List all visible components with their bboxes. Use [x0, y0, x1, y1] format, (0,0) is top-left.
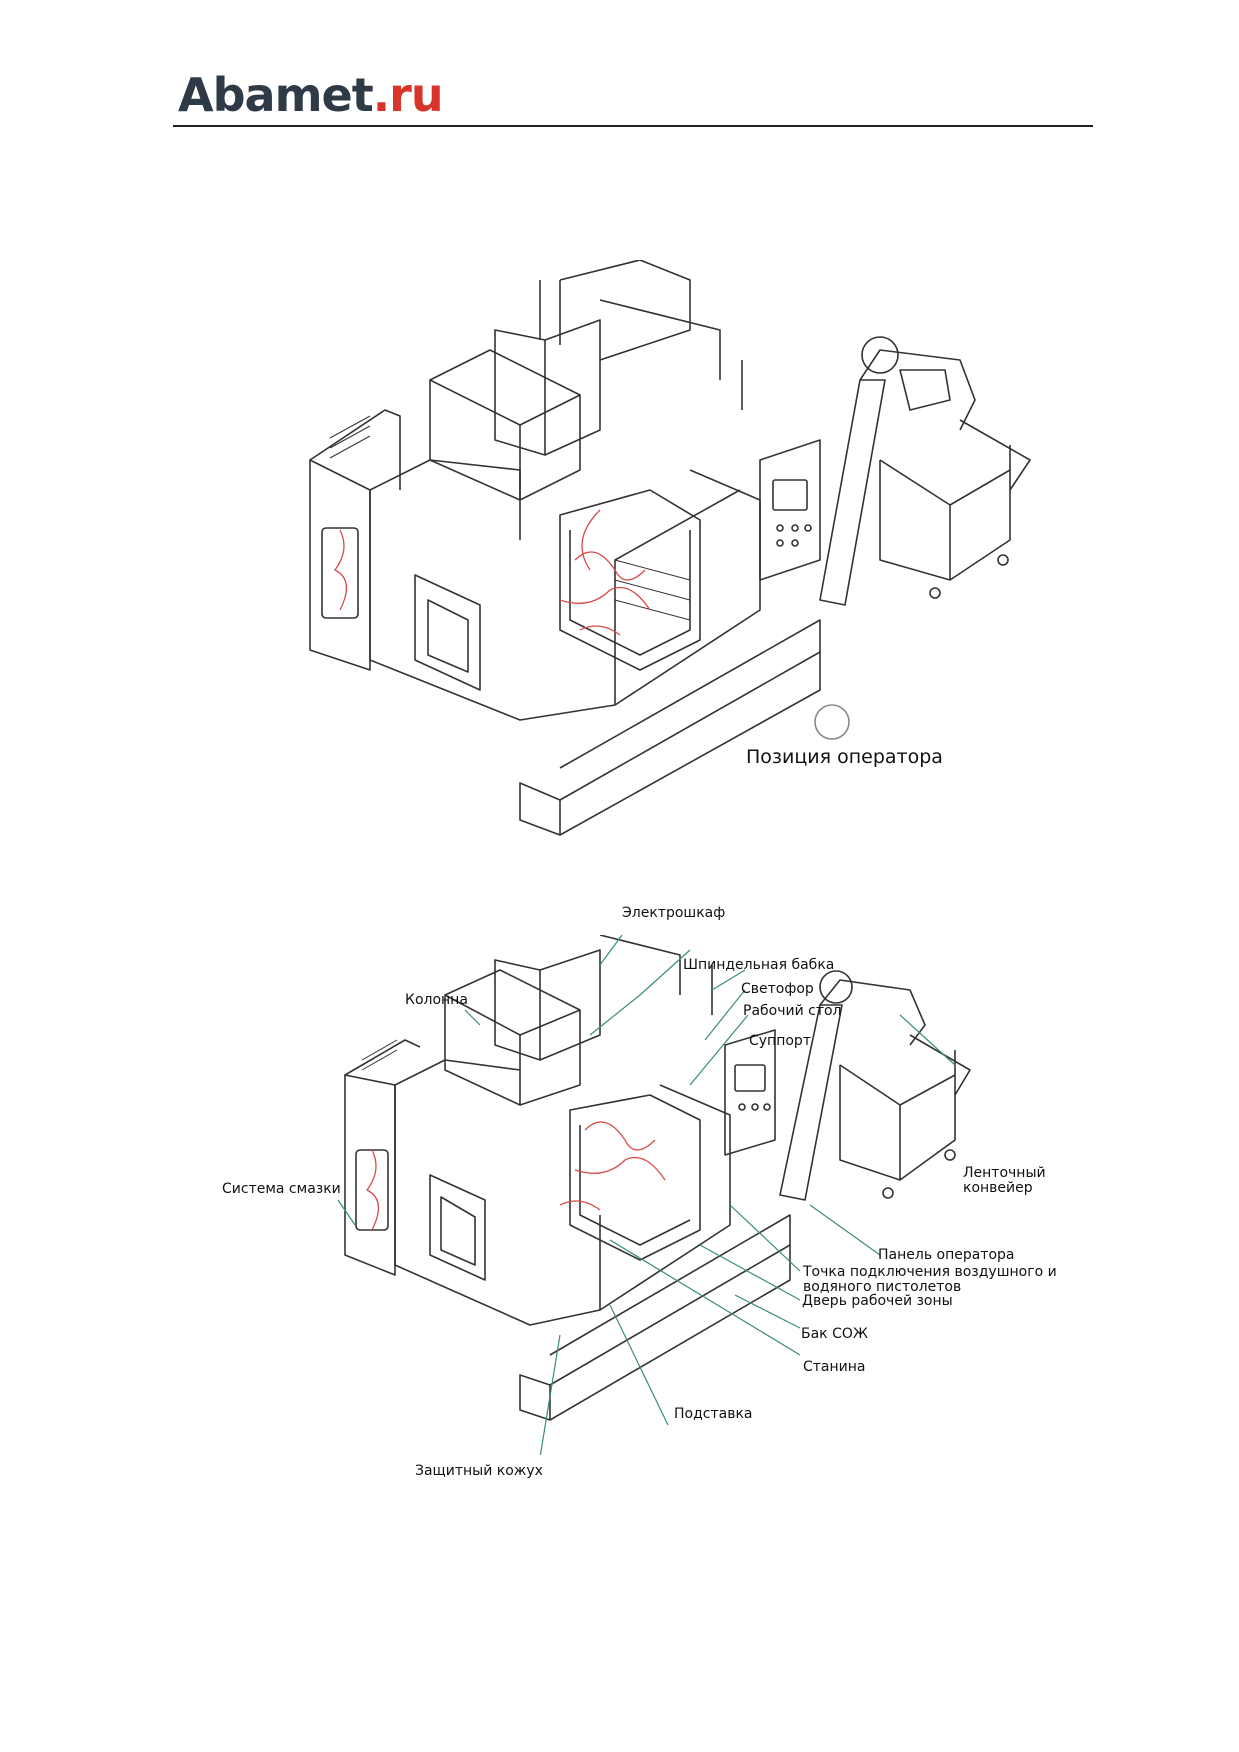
label-saddle: Суппорт [749, 1033, 811, 1049]
label-work-zone-door: Дверь рабочей зоны [802, 1293, 953, 1309]
label-signal-light: Светофор [741, 981, 814, 997]
label-air-water-gun-point: Точка подключения воздушного и водяного … [803, 1264, 1057, 1295]
label-guard-enclosure: Защитный кожух [415, 1463, 543, 1479]
header-divider [173, 125, 1093, 127]
label-electrical-cabinet: Электрошкаф [622, 905, 726, 921]
label-stand: Подставка [674, 1406, 753, 1422]
label-coolant-tank: Бак СОЖ [801, 1326, 868, 1342]
label-bed: Станина [803, 1359, 866, 1375]
label-work-table: Рабочий стол [743, 1003, 842, 1019]
label-lubrication-system: Система смазки [222, 1181, 341, 1197]
label-column: Колонна [405, 992, 468, 1008]
logo-tld-text: .ru [372, 68, 444, 122]
label-spindle-head: Шпиндельная бабка [683, 957, 835, 973]
machine-drawing-labeled [337, 935, 971, 1455]
label-belt-conveyor: Ленточный конвейер [963, 1165, 1046, 1196]
site-logo[interactable]: Abamet.ru [178, 72, 444, 118]
logo-main-text: Abamet [178, 68, 374, 122]
operator-position-label: Позиция оператора [746, 746, 943, 768]
machine-drawing-operator-view [309, 260, 1031, 836]
label-operator-panel: Панель оператора [878, 1247, 1015, 1263]
